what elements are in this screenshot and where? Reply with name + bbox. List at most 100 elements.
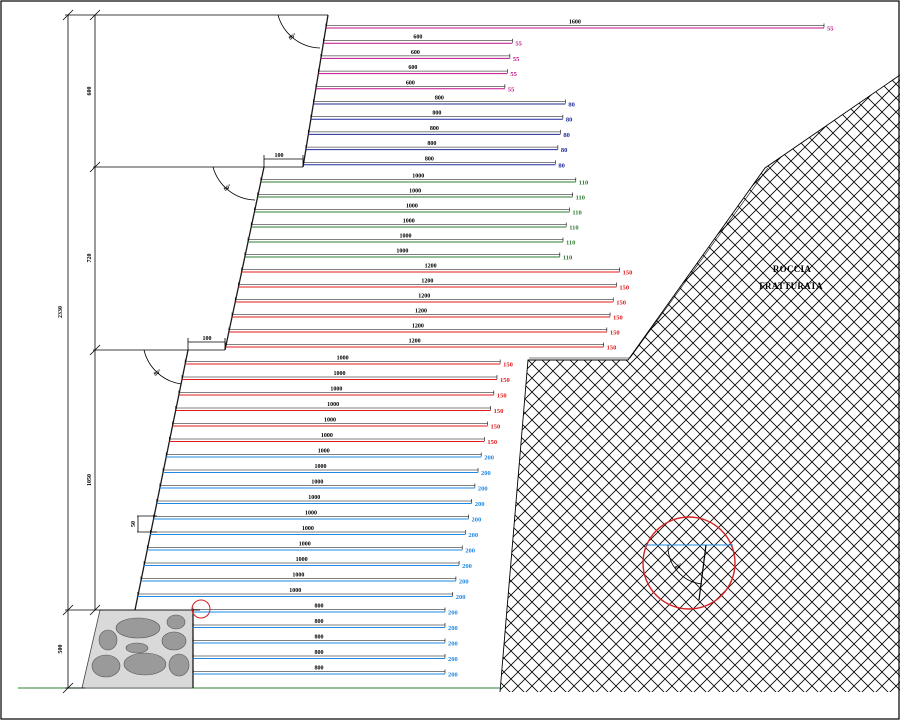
detail-marker-circle bbox=[191, 599, 211, 619]
nail-length-label: 1000 bbox=[412, 174, 424, 180]
nail-length-label: 800 bbox=[315, 604, 324, 610]
nail-diameter-label: 150 bbox=[494, 408, 504, 415]
dim-tier-3-height: 1050 bbox=[87, 474, 93, 486]
offset-label-2: 100 bbox=[203, 336, 212, 342]
nail-diameter-label: 55 bbox=[508, 86, 515, 93]
nail-diameter-label: 80 bbox=[566, 117, 573, 124]
nail-diameter-label: 200 bbox=[465, 548, 475, 555]
nail-diameter-label: 150 bbox=[623, 270, 633, 277]
nail-length-label: 1000 bbox=[321, 433, 333, 439]
nail-diameter-label: 200 bbox=[448, 625, 458, 632]
offset-dim-1 bbox=[263, 155, 304, 167]
nail-length-label: 1000 bbox=[409, 189, 421, 195]
nail-diameter-label: 200 bbox=[448, 656, 458, 663]
wall-face-tier-3 bbox=[134, 349, 189, 611]
wall-face-tier-1 bbox=[302, 14, 329, 168]
nail-diameter-label: 110 bbox=[579, 180, 588, 187]
nail-length-label: 1000 bbox=[289, 588, 301, 594]
dim-total-height: 2330 bbox=[58, 306, 64, 318]
nail-length-label: 800 bbox=[425, 156, 434, 162]
nail-length-label: 800 bbox=[432, 111, 441, 117]
nail-length-label: 1000 bbox=[302, 526, 314, 532]
nail-length-label: 1000 bbox=[308, 495, 320, 501]
angle-arc-tier-2 bbox=[212, 166, 256, 201]
nail-diameter-label: 200 bbox=[462, 563, 472, 570]
nail-length-label: 800 bbox=[315, 635, 324, 641]
nail-diameter-label: 110 bbox=[572, 210, 581, 217]
nail-diameter-label: 200 bbox=[484, 455, 494, 462]
nail-diameter-label: 80 bbox=[568, 102, 575, 109]
nail-length-label: 800 bbox=[315, 650, 324, 656]
nail-length-label: 1000 bbox=[333, 371, 345, 377]
nail-diameter-label: 55 bbox=[513, 56, 520, 63]
gabion-base bbox=[81, 609, 194, 689]
nail-length-label: 800 bbox=[435, 96, 444, 102]
dim-tier-1-height: 600 bbox=[87, 87, 93, 96]
nail-diameter-label: 150 bbox=[610, 330, 620, 337]
nail-diameter-label: 200 bbox=[475, 501, 485, 508]
rock-label-line-1: ROCCIA bbox=[773, 264, 812, 274]
angle-label-tier-2: 80° bbox=[223, 183, 233, 193]
nail-diameter-label: 150 bbox=[487, 439, 497, 446]
nail-length-label: 1000 bbox=[406, 204, 418, 210]
nail-length-label: 800 bbox=[430, 126, 439, 132]
nail-length-label: 1200 bbox=[418, 294, 430, 300]
nail-length-label: 800 bbox=[315, 619, 324, 625]
dim-base-height: 500 bbox=[58, 645, 64, 654]
angle-label-tier-3: 80° bbox=[153, 368, 163, 378]
detail-callout: 80° bbox=[642, 516, 736, 610]
angle-label-tier-1: 80° bbox=[288, 32, 298, 42]
excavation-profile bbox=[529, 167, 769, 359]
nail-diameter-label: 80 bbox=[558, 162, 565, 169]
nail-diameter-label: 150 bbox=[491, 424, 501, 431]
nail-length-label: 1000 bbox=[299, 542, 311, 548]
offset-label-1: 100 bbox=[275, 153, 284, 159]
nail-diameter-label: 80 bbox=[561, 147, 568, 154]
nail-diameter-label: 150 bbox=[607, 345, 617, 352]
nail-diameter-label: 80 bbox=[563, 132, 570, 139]
nail-length-label: 1000 bbox=[330, 387, 342, 393]
nail-length-label: 600 bbox=[411, 50, 420, 56]
nail-length-label: 600 bbox=[408, 65, 417, 71]
nail-length-label: 1200 bbox=[409, 339, 421, 345]
nail-diameter-label: 200 bbox=[448, 672, 458, 679]
nail-length-label: 1600 bbox=[569, 20, 581, 26]
nail-diameter-label: 55 bbox=[515, 41, 522, 48]
nail-length-label: 1200 bbox=[421, 279, 433, 285]
nail-length-label: 1000 bbox=[400, 234, 412, 240]
nail-diameter-label: 200 bbox=[456, 594, 466, 601]
nail-length-label: 1000 bbox=[292, 573, 304, 579]
nail-length-label: 800 bbox=[427, 141, 436, 147]
rock-label-line-2: FRATTURATA bbox=[759, 281, 823, 291]
nail-diameter-label: 200 bbox=[459, 579, 469, 586]
nail-length-label: 1000 bbox=[327, 402, 339, 408]
nail-length-label: 1000 bbox=[311, 480, 323, 486]
nail-length-label: 1000 bbox=[403, 219, 415, 225]
nail-length-label: 1000 bbox=[324, 418, 336, 424]
nail-diameter-label: 200 bbox=[448, 641, 458, 648]
nail-diameter-label: 55 bbox=[510, 71, 517, 78]
nail-diameter-label: 110 bbox=[566, 240, 575, 247]
nail-diameter-label: 55 bbox=[827, 26, 834, 33]
nail-diameter-label: 150 bbox=[616, 300, 626, 307]
nail-length-label: 1000 bbox=[396, 249, 408, 255]
spacing-label: 50 bbox=[131, 521, 137, 527]
wall-face-tier-2 bbox=[224, 166, 265, 351]
angle-arc-tier-3 bbox=[143, 349, 182, 385]
nail-length-label: 1200 bbox=[412, 324, 424, 330]
nail-diameter-label: 200 bbox=[472, 517, 482, 524]
nail-diameter-label: 150 bbox=[613, 315, 623, 322]
nail-length-label: 1000 bbox=[305, 511, 317, 517]
nail-length-label: 1200 bbox=[415, 309, 427, 315]
nail-diameter-label: 150 bbox=[497, 393, 507, 400]
angle-arc-tier-1 bbox=[277, 14, 321, 49]
nail-diameter-label: 200 bbox=[448, 610, 458, 617]
nail-diameter-label: 200 bbox=[468, 532, 478, 539]
nail-diameter-label: 110 bbox=[569, 225, 578, 232]
nail-diameter-label: 150 bbox=[500, 377, 510, 384]
nail-length-label: 1200 bbox=[425, 264, 437, 270]
nail-length-label: 600 bbox=[413, 35, 422, 41]
nail-length-label: 1000 bbox=[315, 464, 327, 470]
